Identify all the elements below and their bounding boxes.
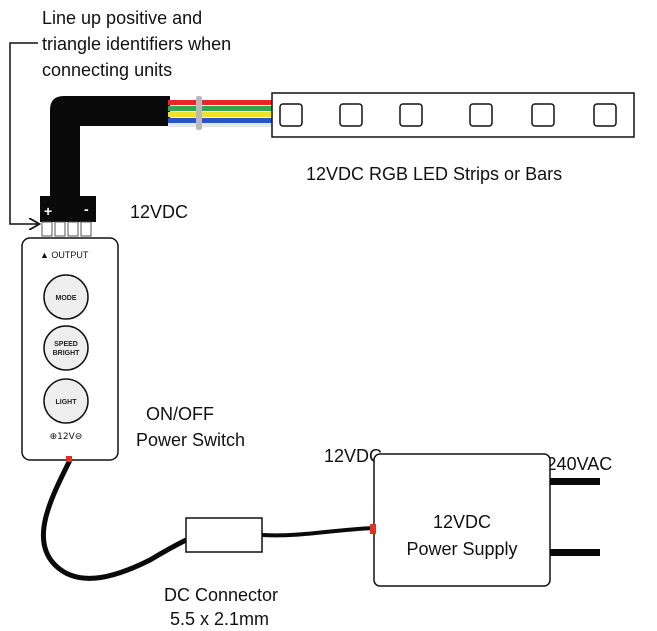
note-line-1: Line up positive and [42, 8, 202, 28]
dc-connector-line-1: DC Connector [164, 585, 278, 605]
led-chip [399, 103, 423, 127]
wire-red [168, 100, 274, 105]
power-supply-jack [370, 524, 376, 534]
wire-clip [196, 96, 202, 130]
connector-pins [41, 221, 92, 237]
led-chip [469, 103, 493, 127]
led-chip [531, 103, 555, 127]
led-chip [339, 103, 363, 127]
controller-input-label: ⊕12V⊖ [50, 432, 83, 442]
wire-white [168, 123, 274, 127]
wire-yellow [168, 112, 274, 117]
note-line-3: connecting units [42, 60, 172, 80]
led-strip [271, 92, 635, 138]
led-strip-label: 12VDC RGB LED Strips or Bars [306, 164, 562, 184]
ribbon-cable [50, 96, 170, 196]
connector-plug [40, 196, 96, 222]
wire-green [168, 106, 274, 111]
dc-connector [185, 517, 263, 553]
bright-button-label: BRIGHT [53, 350, 81, 357]
wire-blue [168, 118, 274, 123]
light-button-label: LIGHT [56, 399, 78, 406]
led-chips [279, 103, 617, 127]
cable-tip [66, 456, 72, 462]
output-voltage-label: 12VDC [130, 202, 188, 222]
power-supply-line-1: 12VDC [433, 512, 491, 532]
switch-label-line-1: ON/OFF [146, 404, 214, 424]
input-voltage-label: 12VDC [324, 446, 382, 466]
connector-plus: + [44, 203, 52, 219]
light-button[interactable] [43, 378, 89, 424]
speed-bright-button[interactable] [43, 325, 89, 371]
note-line-2: triangle identifiers when [42, 34, 231, 54]
dc-cable-left [40, 458, 188, 581]
dc-cable-right [261, 526, 375, 538]
plug-prong-top [550, 478, 600, 485]
pointer-arrow [9, 42, 38, 224]
led-chip [593, 103, 617, 127]
speed-button-label: SPEED [54, 341, 78, 348]
dc-connector-line-2: 5.5 x 2.1mm [170, 609, 269, 629]
led-chip [279, 103, 303, 127]
mode-button[interactable] [43, 274, 89, 320]
controller-output-label: ▲ OUTPUT [40, 250, 89, 260]
mode-button-label: MODE [56, 295, 77, 302]
connector-minus: - [84, 201, 89, 217]
plug-prong-bottom [550, 549, 600, 556]
power-supply-line-2: Power Supply [406, 539, 517, 559]
power-supply [373, 453, 551, 587]
switch-label-line-2: Power Switch [136, 430, 245, 450]
rgb-wires [168, 96, 274, 130]
